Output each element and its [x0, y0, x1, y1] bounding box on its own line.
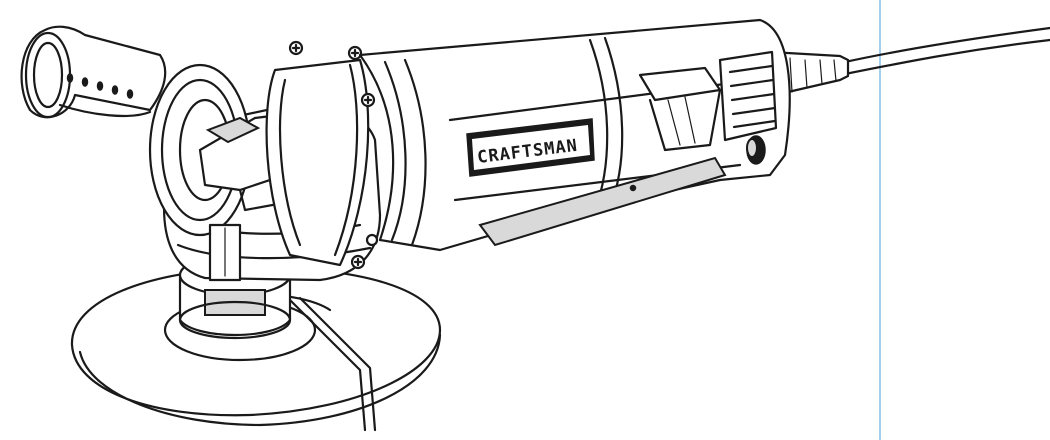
wheel-guard — [70, 266, 442, 432]
brand-badge: CRAFTSMAN — [466, 118, 595, 177]
handle-grip-dots — [66, 73, 134, 99]
power-cord — [843, 26, 1050, 76]
front-housing-ring — [265, 40, 379, 270]
paddle-switch — [478, 156, 727, 247]
lock-off-button — [746, 135, 766, 165]
rear-vent-grille — [718, 50, 778, 142]
side-handle — [20, 25, 167, 119]
screw-bottom-right — [365, 233, 379, 247]
slide-switch — [638, 66, 722, 152]
